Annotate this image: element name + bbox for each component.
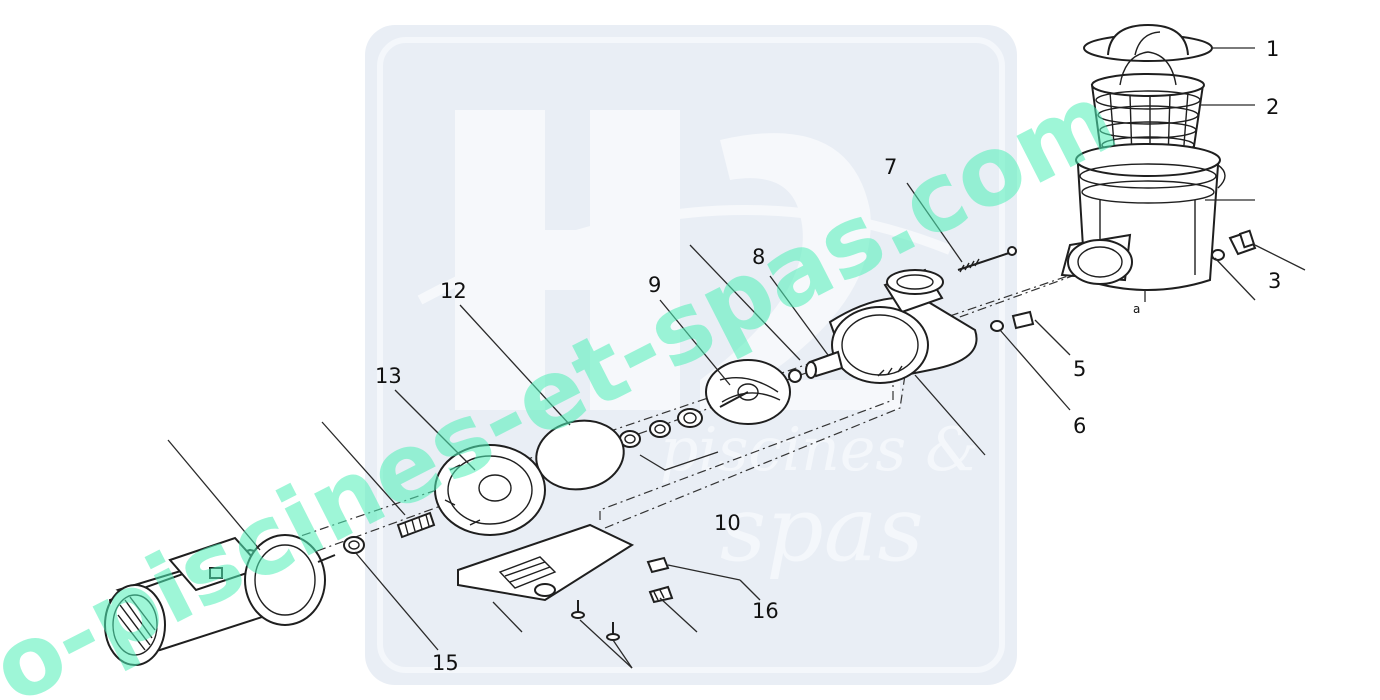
label-part-16: 16: [752, 599, 779, 623]
seal-plate: [434, 444, 546, 536]
shaft-sleeve: [396, 511, 436, 539]
shaft-bush: [343, 536, 365, 554]
body-oring: [535, 419, 625, 491]
watermark-subtext-spas: spas: [720, 477, 924, 582]
drain-plug: [1211, 229, 1257, 261]
label-part-8: 8: [752, 245, 765, 269]
foot-screws: [571, 600, 620, 641]
rubber-pads: [646, 556, 674, 604]
label-part-12: 12: [440, 279, 467, 303]
label-part-3: 3: [1268, 269, 1281, 293]
motor: [104, 534, 336, 666]
part-number-labels: 1 2 3 5 6 7 8 9 10 12 13 15 16: [375, 37, 1281, 675]
label-part-5: 5: [1073, 357, 1086, 381]
label-part-10: 10: [714, 511, 741, 535]
label-part-6: 6: [1073, 414, 1086, 438]
label-part-1: 1: [1266, 37, 1279, 61]
annotation-a: a: [1133, 302, 1140, 316]
watermark-subtext-piscines: piscines &: [660, 415, 979, 485]
support-foot: [457, 523, 635, 602]
label-part-2: 2: [1266, 95, 1279, 119]
pump-body: [828, 268, 978, 384]
leader-lines: [167, 47, 1306, 669]
prefilter-housing: a: [1060, 143, 1226, 316]
impeller: [705, 359, 791, 425]
plug-and-oring: [990, 310, 1035, 332]
label-part-7: 7: [884, 155, 897, 179]
mechanical-seal: [619, 408, 719, 471]
label-part-9: 9: [648, 273, 661, 297]
label-part-15: 15: [432, 651, 459, 675]
housing-bolt: [957, 246, 1017, 273]
strainer-lid: [1083, 23, 1213, 62]
diffuser-nozzle: [788, 350, 844, 383]
label-part-13: 13: [375, 364, 402, 388]
